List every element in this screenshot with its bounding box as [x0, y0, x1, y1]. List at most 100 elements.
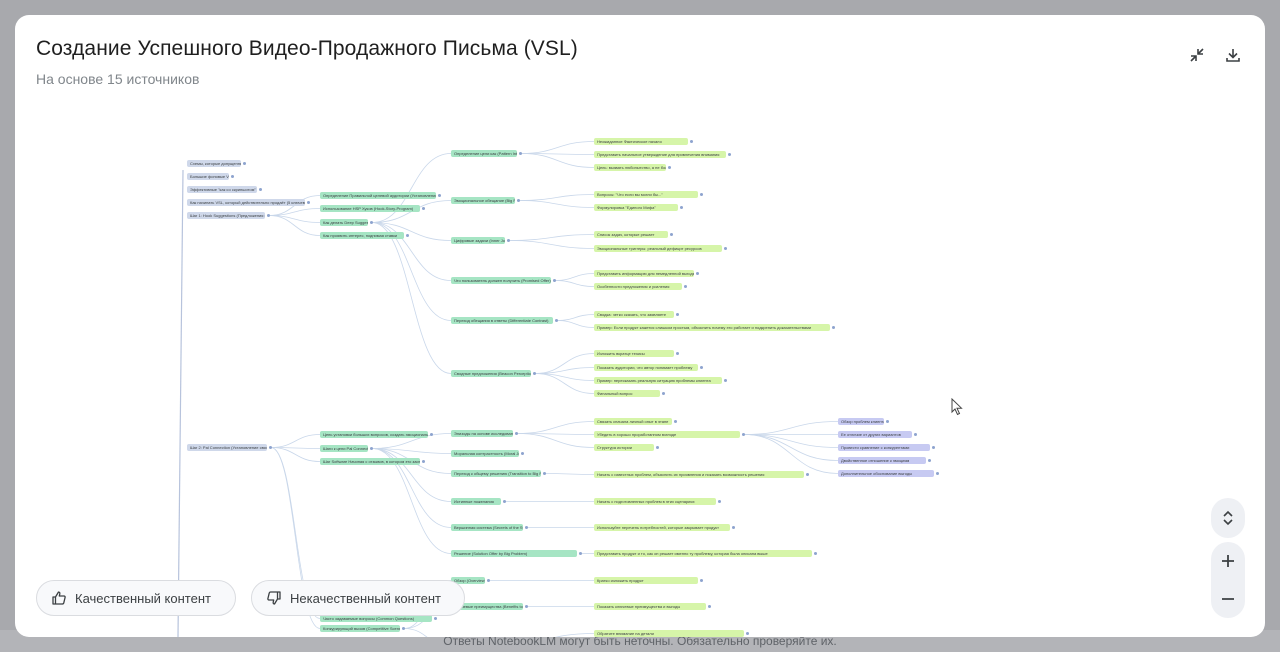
mindmap-node[interactable]: Представить информацию для немедленной в… [594, 270, 694, 277]
mindmap-node[interactable]: Финальный вопрос [594, 390, 660, 397]
node-expand-dot[interactable] [932, 446, 935, 449]
node-expand-dot[interactable] [434, 617, 437, 620]
node-expand-dot[interactable] [515, 432, 518, 435]
node-expand-dot[interactable] [656, 446, 659, 449]
mindmap-node[interactable]: Что пользователь должен получить (Promis… [451, 277, 551, 284]
node-expand-dot[interactable] [422, 207, 425, 210]
good-content-button[interactable]: Качественный контент [36, 580, 236, 616]
mindmap-node[interactable]: Сводные предложения (Beacon Perception) [451, 370, 531, 377]
node-expand-dot[interactable] [422, 460, 425, 463]
mindmap-node[interactable]: Показать аудитории, что автор понимает п… [594, 364, 698, 371]
mindmap-node[interactable]: Неожиданное Фактическое начало [594, 138, 688, 145]
node-expand-dot[interactable] [662, 392, 665, 395]
node-expand-dot[interactable] [402, 627, 405, 630]
mindmap-node[interactable]: Список задач, которые решает [594, 231, 668, 238]
node-expand-dot[interactable] [680, 206, 683, 209]
mindmap-node[interactable]: Ключевые преимущества (Benefits to Big L… [451, 603, 523, 610]
mindmap-node[interactable]: Связать сначала личный опыт в этапе [594, 418, 672, 425]
node-expand-dot[interactable] [832, 326, 835, 329]
mindmap-node[interactable]: Показать ключевые преимущества и выгоды [594, 603, 706, 610]
mindmap-node[interactable]: Провести сравнение с конкурентами [838, 444, 930, 451]
mindmap-node[interactable]: Шаг Software Начиная с отзывов, в которо… [320, 458, 420, 465]
zoom-out-button[interactable] [1211, 582, 1245, 616]
node-expand-dot[interactable] [674, 420, 677, 423]
node-expand-dot[interactable] [579, 552, 582, 555]
mindmap-node[interactable]: Схемы, которые допущенных VSL [187, 160, 241, 167]
mindmap-node[interactable]: Шаг 2: Pal Connection (Установление связ… [187, 444, 267, 451]
node-expand-dot[interactable] [676, 352, 679, 355]
mindmap-node[interactable]: Представить продукт и то, как он решает … [594, 550, 812, 557]
mindmap-node[interactable]: Цель: вызвать любопытство, а не боль [594, 164, 666, 171]
node-expand-dot[interactable] [487, 579, 490, 582]
node-expand-dot[interactable] [503, 500, 506, 503]
mindmap-node[interactable]: Эпизоды на основе исследований [451, 430, 513, 437]
mindmap-node[interactable]: Вершинная система (Secrets of the System… [451, 524, 523, 531]
mindmap-node[interactable]: Начать с известных проблем, объяснить их… [594, 471, 804, 478]
node-expand-dot[interactable] [370, 221, 373, 224]
mindmap-node[interactable]: Ее отличие от других вариантов [838, 431, 912, 438]
node-expand-dot[interactable] [231, 175, 234, 178]
node-expand-dot[interactable] [517, 199, 520, 202]
mindmap-node[interactable]: Конкурирующий вызов (Competitive Scene) [320, 625, 400, 632]
mindmap-node[interactable]: Истинные пожелания [451, 498, 501, 505]
node-expand-dot[interactable] [670, 233, 673, 236]
node-expand-dot[interactable] [438, 194, 441, 197]
mindmap-node[interactable]: Сводка: четко сказать, что заявляете [594, 311, 674, 318]
mindmap-node[interactable]: Определение Правильной целевой аудитории… [320, 192, 436, 199]
node-expand-dot[interactable] [521, 452, 524, 455]
mindmap-node[interactable]: Как делать Deep Suggestion [320, 219, 368, 226]
node-expand-dot[interactable] [746, 632, 749, 635]
node-expand-dot[interactable] [668, 166, 671, 169]
mindmap-node[interactable]: Цифровые задачи (Inner Journey) [451, 237, 505, 244]
node-expand-dot[interactable] [690, 140, 693, 143]
mindmap-node[interactable]: Начать с подготовленных проблем в этих с… [594, 498, 716, 505]
node-expand-dot[interactable] [243, 162, 246, 165]
expand-collapse-button[interactable] [1211, 501, 1245, 535]
mindmap-node[interactable]: Пример: Если продукт кажется слишком про… [594, 324, 830, 331]
mindmap-node[interactable]: Пример: пересказать реальную ситуацию пр… [594, 377, 722, 384]
mindmap-node[interactable]: Обзор проблем клиента [838, 418, 884, 425]
node-expand-dot[interactable] [696, 272, 699, 275]
node-expand-dot[interactable] [708, 605, 711, 608]
node-expand-dot[interactable] [259, 188, 262, 191]
node-expand-dot[interactable] [370, 447, 373, 450]
node-expand-dot[interactable] [732, 526, 735, 529]
mindmap-node[interactable]: Шаг 1: Hook Suggestions (Предложения по … [187, 212, 265, 219]
node-expand-dot[interactable] [886, 420, 889, 423]
mindmap-node[interactable]: Убедить в хорошо проработанном взгляде [594, 431, 740, 438]
node-expand-dot[interactable] [742, 433, 745, 436]
mindmap-node[interactable]: Решение (Solution Offer by Big Problem) [451, 550, 577, 557]
mindmap-node[interactable]: Эмоциональное обещание (Big Promise) [451, 197, 515, 204]
node-expand-dot[interactable] [519, 152, 522, 155]
node-expand-dot[interactable] [406, 234, 409, 237]
mindmap-node[interactable]: Использование HSP Хуков (Hook-Story-Prog… [320, 205, 420, 212]
node-expand-dot[interactable] [728, 153, 731, 156]
mindmap-node[interactable]: Цепь установки больших вопросов, создать… [320, 431, 428, 438]
node-expand-dot[interactable] [553, 279, 556, 282]
node-expand-dot[interactable] [936, 472, 939, 475]
mindmap-node[interactable]: Двойственное отношение к эмоциям [838, 457, 926, 464]
mindmap-node[interactable]: Представить начальное утверждение для пр… [594, 151, 726, 158]
mindmap-node[interactable]: Формулировка "Единого Мифа" [594, 204, 678, 211]
node-expand-dot[interactable] [533, 372, 536, 375]
node-expand-dot[interactable] [928, 459, 931, 462]
collapse-button[interactable] [1185, 43, 1209, 67]
mindmap-node[interactable]: Определение цели как (Pattern Interrupt) [451, 150, 517, 157]
mindmap-node[interactable]: Шаги к цепи Pal Connection [320, 445, 368, 452]
zoom-in-button[interactable] [1211, 544, 1245, 578]
mindmap-node[interactable]: Как проявить интерес, поднимая ставки [320, 232, 404, 239]
node-expand-dot[interactable] [914, 433, 917, 436]
mindmap-node[interactable]: Структура истории [594, 444, 654, 451]
node-expand-dot[interactable] [267, 214, 270, 217]
mindmap-canvas[interactable]: Схемы, которые допущенных VSLБольшие фон… [15, 110, 1265, 637]
mindmap-node[interactable]: Изложить вкратце тезисы [594, 350, 674, 357]
node-expand-dot[interactable] [307, 201, 310, 204]
node-expand-dot[interactable] [525, 605, 528, 608]
mindmap-node[interactable]: Вопросы: "Что если вы могли бы..." [594, 191, 698, 198]
mindmap-node[interactable]: Особенности предложения и усиления [594, 283, 682, 290]
mindmap-node[interactable]: Обзор (Overview) [451, 577, 485, 584]
mindmap-node[interactable]: Кратко изложить продукт [594, 577, 698, 584]
bad-content-button[interactable]: Некачественный контент [251, 580, 465, 616]
mindmap-node[interactable]: Как начинать VSL, который действительно … [187, 199, 305, 206]
mindmap-node[interactable]: Обратите внимание на детали [594, 630, 744, 637]
